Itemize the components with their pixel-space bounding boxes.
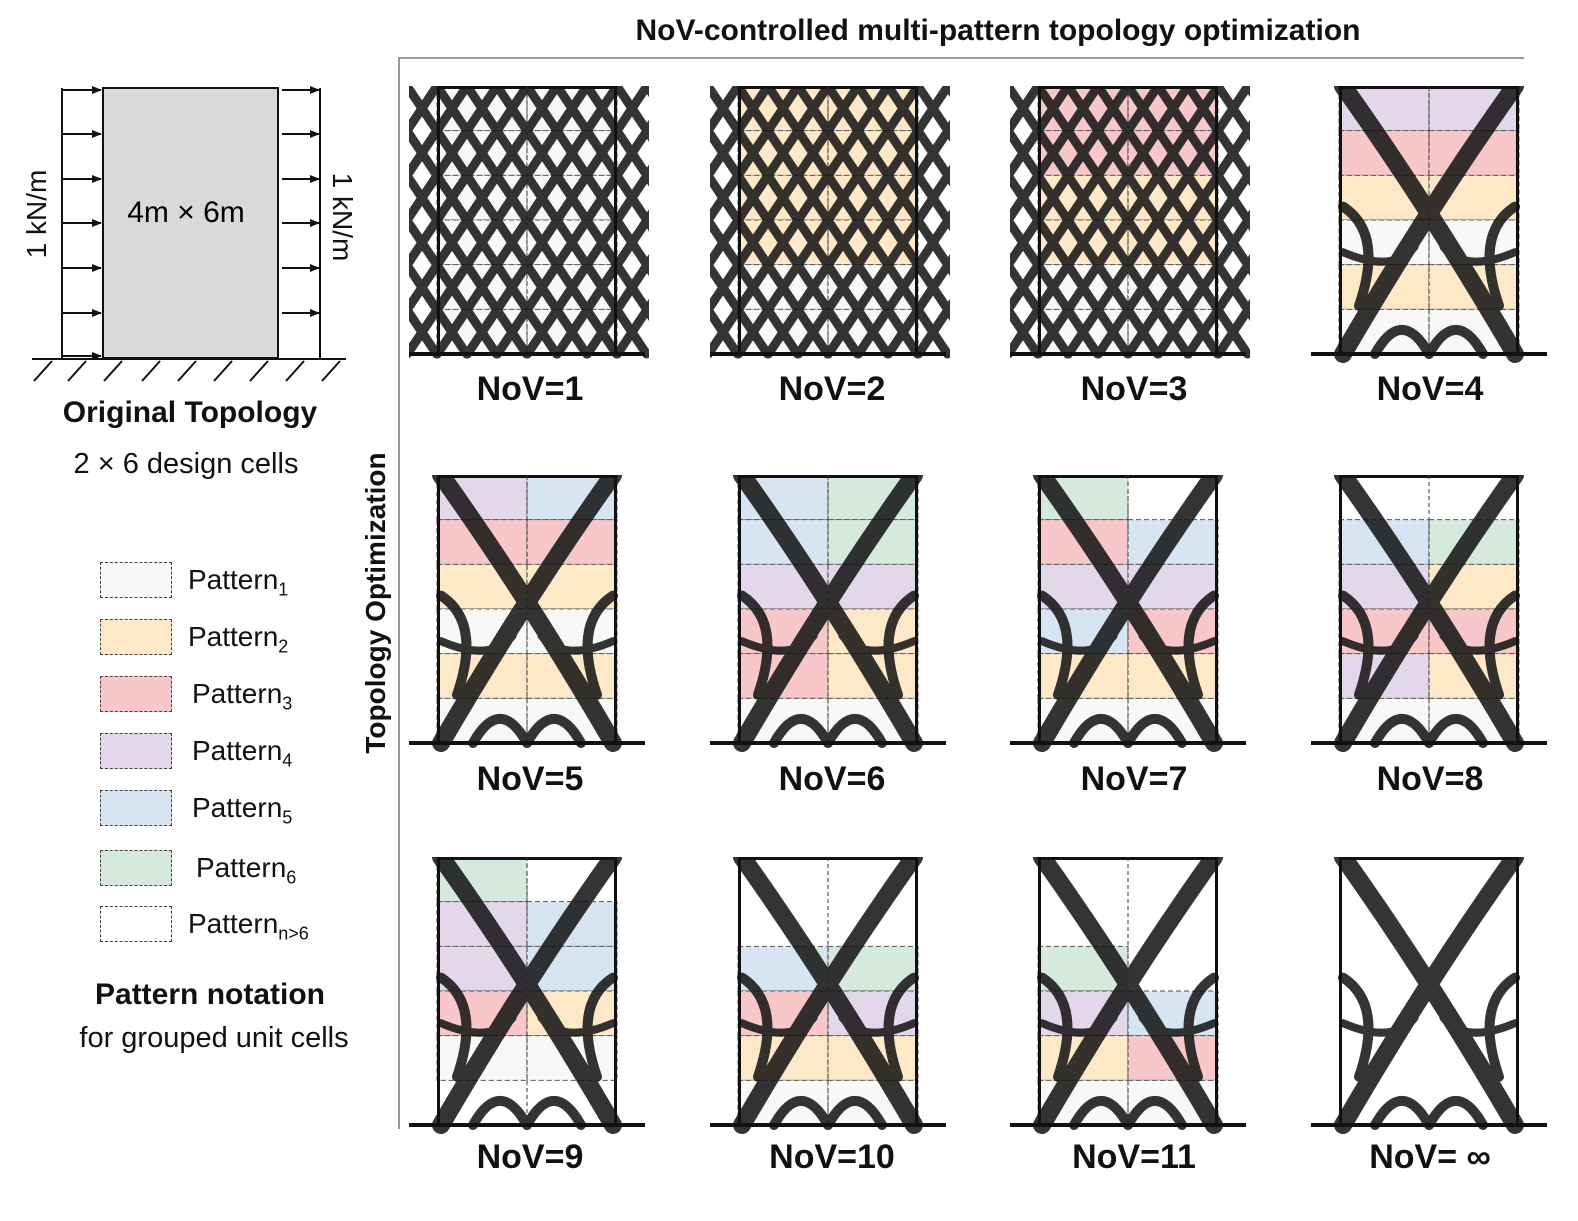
nov-label: NoV=7 [1080,760,1188,798]
nov-panel [409,857,645,1134]
ground-line [409,1123,645,1127]
right-load-arrows [282,86,320,317]
nov-label: NoV=4 [1376,370,1484,408]
ground-line [710,741,946,745]
legend-swatch [100,790,172,826]
ground-line [1311,741,1547,745]
ground-line [409,352,645,356]
ground-line [710,352,946,356]
right-load-label: 1 kN/m [327,172,358,262]
legend-swatch [100,676,172,712]
nov-label: NoV=8 [1376,760,1484,798]
nov-panel [409,475,645,752]
ground-line [1311,1123,1547,1127]
right-column [1215,86,1218,354]
left-column [1038,86,1041,354]
original-topology-subtitle: 2 × 6 design cells [73,448,299,480]
right-column [915,857,918,1125]
fixed-support [32,358,346,382]
nov-label: NoV=11 [1072,1138,1196,1176]
topology-members [1334,857,1524,1134]
legend-swatch [100,906,172,942]
legend-label: Pattern5 [192,792,293,828]
nov-panel [1010,86,1250,359]
ground-line [1010,1123,1246,1127]
nov-label: NoV=6 [778,760,886,798]
legend-swatch [100,733,172,769]
legend-swatch [100,619,172,655]
ground-line [1010,741,1246,745]
legend-swatch [100,562,172,598]
side-rule [398,57,400,1129]
nov-panel [1311,86,1547,363]
legend-swatch [100,850,172,886]
left-column [738,86,741,354]
left-column [738,475,741,743]
nov-label: NoV=1 [476,370,584,408]
legend-label: Pattern4 [192,735,293,771]
right-column [1516,857,1519,1125]
nov-label: NoV=9 [476,1138,584,1176]
left-column [437,857,440,1125]
right-column [915,475,918,743]
left-column [1339,86,1342,354]
right-column [1516,86,1519,354]
nov-label: NoV=2 [778,370,886,408]
legend-label: Pattern6 [196,852,297,888]
right-column [614,475,617,743]
right-column [1516,475,1519,743]
nov-panel [710,857,946,1134]
left-load-label: 1 kN/m [21,169,52,259]
domain-dimension: 4m × 6m [127,196,245,229]
nov-panel [1010,857,1246,1134]
ground-line [710,1123,946,1127]
nov-label: NoV=3 [1080,370,1188,408]
left-column [1339,857,1342,1125]
nov-label: NoV= ∞ [1369,1138,1491,1176]
nov-panel [1311,857,1547,1134]
title-rule [400,57,1524,59]
design-domain [102,87,279,359]
left-column [1038,857,1041,1125]
right-column [1215,475,1218,743]
legend-title: Pattern notation [95,978,325,1011]
legend-label: Patternn>6 [188,908,309,944]
page-title: NoV-controlled multi-pattern topology op… [635,14,1361,47]
left-column [738,857,741,1125]
nov-panel [409,86,649,359]
ground-line [1010,352,1246,356]
legend-label: Pattern2 [188,621,289,657]
nov-panel [1010,475,1246,752]
legend-subtitle: for grouped unit cells [79,1022,349,1054]
left-load-arrows [62,86,102,360]
left-column [437,475,440,743]
legend-label: Pattern3 [192,678,293,714]
left-column [1038,475,1041,743]
right-column [1215,857,1218,1125]
nov-panel [1311,475,1547,752]
right-column [915,86,918,354]
ground-line [1311,352,1547,356]
nov-label: NoV=5 [476,760,584,798]
left-column [1339,475,1342,743]
right-column [614,86,617,354]
nov-panel [710,86,950,359]
legend-label: Pattern1 [188,564,289,600]
nov-label: NoV=10 [769,1138,895,1176]
left-column [437,86,440,354]
side-axis-label: Topology Optimization [360,452,391,754]
top-edge [1339,857,1519,860]
nov-panel [710,475,946,752]
original-topology-diagram: 4m × 6m [32,86,346,382]
original-topology-title: Original Topology [62,396,318,429]
right-column [614,857,617,1125]
ground-line [409,741,645,745]
